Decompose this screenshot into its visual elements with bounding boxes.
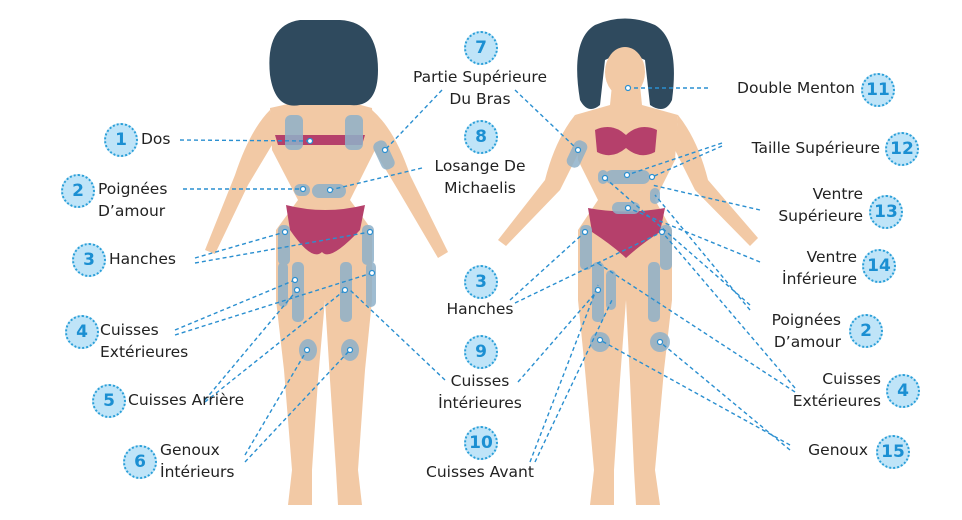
label-line: Poignées: [771, 311, 841, 329]
label-line: Extérieures: [100, 343, 189, 361]
badge-3-center: 3: [464, 265, 498, 299]
label-hanches-front: Hanches: [447, 298, 514, 320]
label-line: Cuisses: [100, 321, 159, 339]
badge-4: 4: [65, 315, 99, 349]
label-line: Hanches: [446, 300, 514, 318]
badge-11: 11: [861, 73, 895, 107]
badge-13: 13: [869, 195, 903, 229]
label-line: Du Bras: [449, 90, 511, 108]
label-line: Cuisses Arrière: [128, 391, 245, 409]
label-line: Dos: [141, 130, 171, 148]
label-line: Hanches: [109, 250, 176, 268]
back-hair: [269, 20, 378, 106]
label-cuisses-arriere: Cuisses Arrière: [128, 389, 244, 411]
label-line: Ventre: [812, 185, 863, 203]
label-line: D’amour: [773, 333, 841, 351]
badge-7: 7: [464, 31, 498, 65]
label-line: Genoux: [160, 441, 220, 459]
badge-2: 2: [61, 174, 95, 208]
face: [605, 47, 645, 97]
label-line: Double Menton: [737, 79, 855, 97]
back-bikini: [286, 205, 365, 255]
label-line: Taille Supérieure: [751, 139, 880, 157]
label-line: Poignées: [98, 180, 168, 198]
badge-14: 14: [862, 249, 896, 283]
leader-lines: [174, 87, 796, 463]
front-right-arm: [675, 115, 758, 246]
label-line: Genoux: [808, 441, 868, 459]
front-hair: [577, 18, 674, 109]
badge-9: 9: [464, 335, 498, 369]
front-left-arm: [498, 115, 580, 246]
label-line: Michaelis: [444, 179, 516, 197]
label-losange: Losange De Michaelis: [434, 155, 525, 199]
front-bikini-top: [595, 126, 657, 156]
label-line: Cuisses Avant: [426, 463, 534, 481]
label-line: Ventre: [806, 248, 857, 266]
front-bikini-bottom: [588, 208, 665, 258]
badge-15: 15: [876, 435, 910, 469]
badge-4-right: 4: [886, 374, 920, 408]
badge-12: 12: [885, 132, 919, 166]
badge-5: 5: [92, 384, 126, 418]
label-hanches-back: Hanches: [109, 248, 176, 270]
badge-3: 3: [72, 243, 106, 277]
badge-10: 10: [464, 426, 498, 460]
label-line: İntérieures: [438, 394, 522, 412]
label-line: D’amour: [98, 202, 166, 220]
badge-6: 6: [123, 445, 157, 479]
badge-2-right: 2: [849, 314, 883, 348]
label-double-menton: Double Menton: [737, 77, 855, 99]
label-cuisses-avant: Cuisses Avant: [426, 461, 534, 483]
label-genoux: Genoux: [808, 439, 868, 461]
label-line: Losange De: [434, 157, 526, 175]
label-line: Cuisses: [822, 370, 881, 388]
badge-1: 1: [104, 123, 138, 157]
label-line: İntérieurs: [160, 463, 235, 481]
badge-8: 8: [464, 120, 498, 154]
label-partie-superieure: Partie Supérieure Du Bras: [413, 66, 547, 110]
label-taille-superieure: Taille Supérieure: [752, 137, 880, 159]
back-figure: [205, 20, 448, 505]
label-dos: Dos: [141, 128, 171, 150]
label-line: Supérieure: [778, 207, 863, 225]
label-line: Extérieures: [792, 392, 881, 410]
label-line: İnférieure: [782, 270, 857, 288]
label-line: Cuisses: [450, 372, 510, 390]
zone-dots: [281, 84, 666, 354]
back-left-arm: [205, 110, 275, 254]
label-line: Partie Supérieure: [412, 68, 548, 86]
